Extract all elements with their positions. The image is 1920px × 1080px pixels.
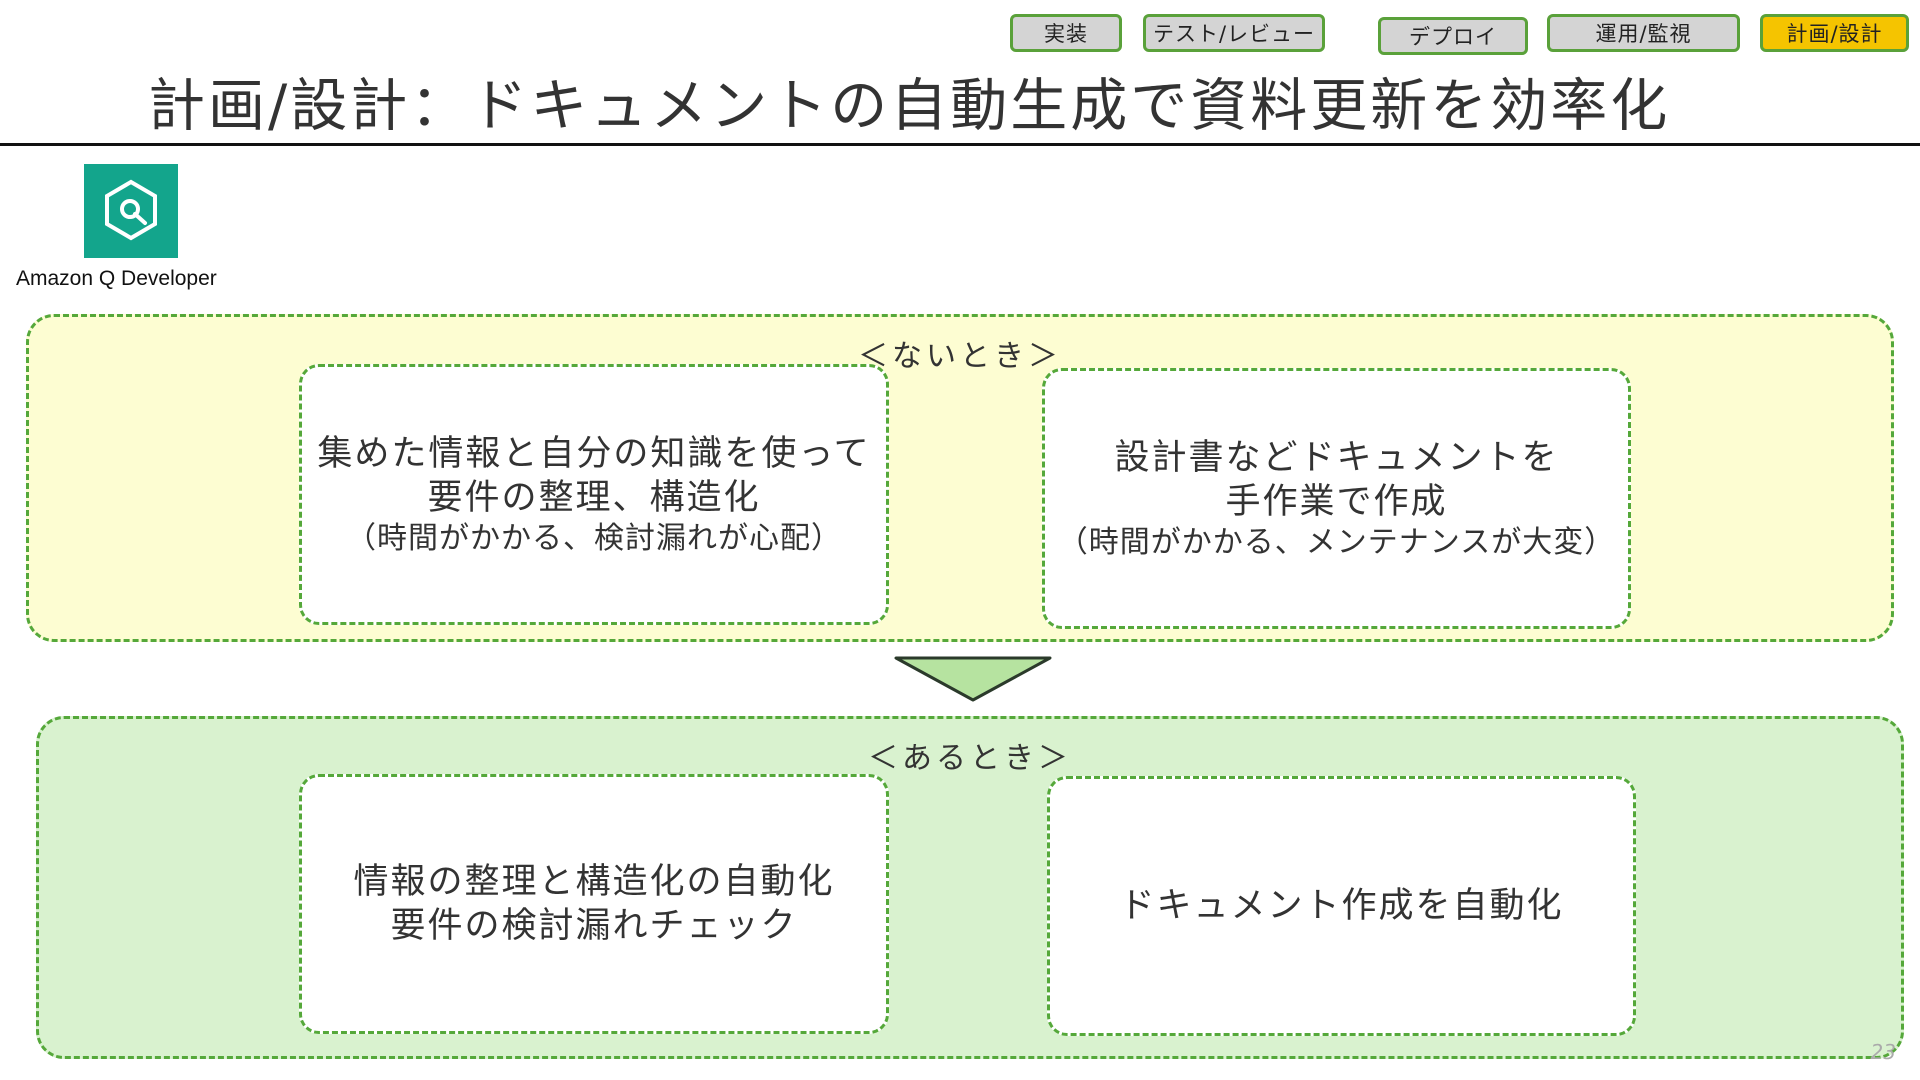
- card-note: （時間がかかる、メンテナンスが大変）: [1057, 524, 1616, 560]
- tab-test-review[interactable]: テスト/レビュー: [1143, 14, 1325, 52]
- page-title: 計画/設計：ドキュメントの自動生成で資料更新を効率化: [148, 73, 1671, 139]
- without-panel: ＜ないとき＞ 集めた情報と自分の知識を使って 要件の整理、構造化 （時間がかかる…: [26, 314, 1894, 642]
- title-divider: [0, 143, 1920, 146]
- with-card-documents: ドキュメント作成を自動化: [1047, 776, 1636, 1036]
- card-line: 情報の整理と構造化の自動化: [353, 862, 835, 902]
- amazon-q-icon: [84, 164, 178, 258]
- with-panel: ＜あるとき＞ 情報の整理と構造化の自動化 要件の検討漏れチェック ドキュメント作…: [36, 716, 1904, 1059]
- card-note: （時間がかかる、検討漏れが心配）: [346, 520, 842, 556]
- card-line: ドキュメント作成を自動化: [1119, 886, 1564, 926]
- card-line: 要件の検討漏れチェック: [390, 906, 798, 946]
- card-line: 集めた情報と自分の知識を使って: [317, 433, 871, 474]
- down-arrow-icon: [894, 656, 1052, 702]
- card-line: 要件の整理、構造化: [427, 477, 761, 518]
- tab-operations-monitoring[interactable]: 運用/監視: [1547, 14, 1740, 52]
- tab-deploy[interactable]: デプロイ: [1378, 17, 1528, 55]
- without-card-documents: 設計書などドキュメントを 手作業で作成 （時間がかかる、メンテナンスが大変）: [1042, 368, 1631, 629]
- card-line: 設計書などドキュメントを: [1114, 437, 1559, 478]
- tab-implementation[interactable]: 実装: [1010, 14, 1122, 52]
- with-label: ＜あるとき＞: [868, 741, 1072, 776]
- without-label: ＜ないとき＞: [858, 339, 1062, 374]
- tab-planning-design[interactable]: 計画/設計: [1760, 14, 1909, 52]
- card-line: 手作業で作成: [1225, 481, 1448, 522]
- logo-label: Amazon Q Developer: [16, 267, 217, 290]
- page-number: 23: [1870, 1040, 1896, 1064]
- without-card-requirements: 集めた情報と自分の知識を使って 要件の整理、構造化 （時間がかかる、検討漏れが心…: [299, 364, 889, 625]
- with-card-structuring: 情報の整理と構造化の自動化 要件の検討漏れチェック: [299, 774, 889, 1034]
